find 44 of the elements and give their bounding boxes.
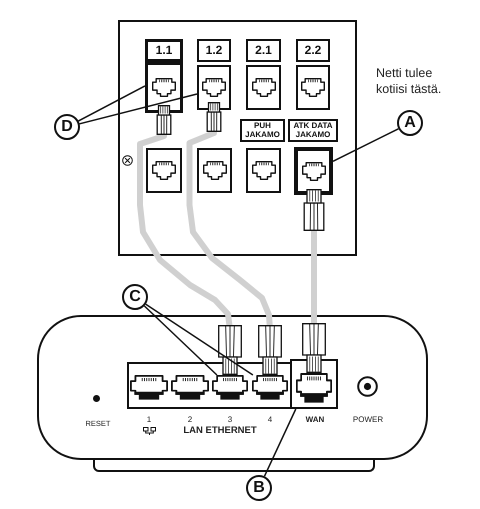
leader-line (332, 128, 399, 162)
ethernet-port (171, 375, 209, 400)
router (37, 315, 428, 460)
port-label: WAN (306, 416, 324, 424)
port-number: 2 (188, 416, 192, 424)
wall-socket-panel (118, 20, 357, 256)
wall-socket (296, 65, 330, 110)
wall-socket (146, 148, 182, 193)
port-number-label: 1.2 (197, 39, 231, 62)
wall-socket (197, 65, 231, 110)
network-cable (186, 102, 282, 375)
port-number: 3 (228, 416, 232, 424)
port-group-label: LAN ETHERNET (183, 426, 257, 436)
port-number-label: 2.1 (246, 39, 281, 62)
leader-line (144, 305, 218, 376)
wall-socket (246, 65, 281, 110)
port-number: 1 (146, 416, 152, 424)
callout-letter: B (246, 475, 272, 501)
ethernet-port (130, 375, 168, 400)
note-text: Netti tulee kotiisi tästä. (376, 66, 442, 98)
port-number-label: 1.1 (145, 39, 183, 62)
wall-socket (145, 62, 183, 113)
ethernet-port (252, 375, 288, 400)
callout-letter: A (397, 110, 423, 136)
leader-line (145, 304, 254, 376)
leader-line (264, 408, 296, 477)
wall-socket (246, 148, 281, 193)
wall-socket (197, 148, 232, 193)
socket-label: ATK DATA JAKAMO (288, 119, 338, 142)
socket-label: PUH JAKAMO (240, 119, 285, 142)
port-number-label: 2.2 (296, 39, 330, 62)
leader-line (79, 93, 198, 125)
network-cable (137, 105, 242, 375)
leader-line (78, 85, 146, 122)
ethernet-port (212, 375, 248, 400)
ethernet-port (296, 373, 332, 403)
network-cable (302, 189, 326, 373)
port-number: 4 (268, 416, 272, 424)
lan-port-strip (127, 362, 292, 409)
callout-letter: C (122, 284, 148, 310)
wan-port-frame (290, 359, 338, 409)
power-label: POWER (352, 416, 384, 424)
wall-socket (294, 147, 333, 195)
callout-letter: D (54, 114, 80, 140)
